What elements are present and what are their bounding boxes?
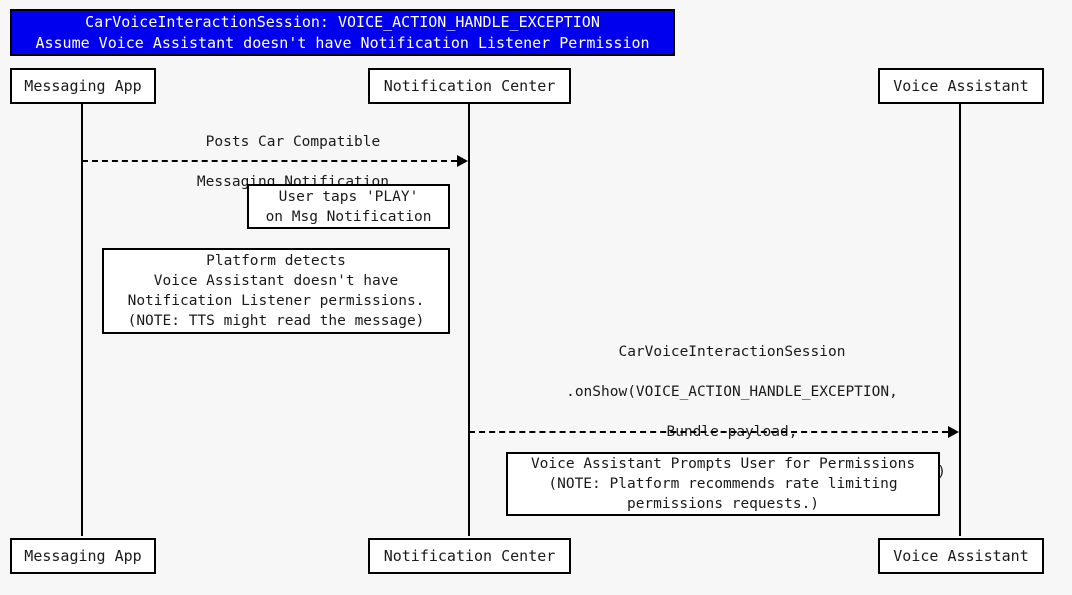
participant-label: Notification Center	[383, 547, 556, 565]
diagram-title-line-1: CarVoiceInteractionSession: VOICE_ACTION…	[85, 12, 600, 31]
participant-voice-assistant-bottom[interactable]: Voice Assistant	[878, 538, 1044, 574]
participant-messaging-app-top[interactable]: Messaging App	[10, 68, 156, 104]
note-line-2: Voice Assistant doesn't have	[153, 273, 399, 289]
participant-label: Messaging App	[24, 547, 142, 565]
message-label-line-1: CarVoiceInteractionSession	[618, 344, 846, 360]
participant-voice-assistant-top[interactable]: Voice Assistant	[878, 68, 1044, 104]
message-arrowhead-post-notification	[457, 155, 468, 167]
participant-label: Notification Center	[383, 77, 556, 95]
lifeline-voice-assistant	[959, 104, 961, 536]
note-user-taps-play: User taps 'PLAY' on Msg Notification	[247, 184, 450, 229]
participant-label: Voice Assistant	[893, 547, 1029, 565]
message-label-line-2: .onShow(VOICE_ACTION_HANDLE_EXCEPTION,	[566, 384, 898, 400]
note-line-2: (NOTE: Platform recommends rate limiting	[548, 476, 898, 492]
participant-label: Voice Assistant	[893, 77, 1029, 95]
participant-notification-center-top[interactable]: Notification Center	[368, 68, 571, 104]
note-line-1: Voice Assistant Prompts User for Permiss…	[530, 456, 916, 472]
message-arrow-post-notification	[82, 160, 457, 162]
diagram-title-banner: CarVoiceInteractionSession: VOICE_ACTION…	[10, 9, 675, 56]
note-line-3: permissions requests.)	[626, 496, 820, 512]
note-line-3: Notification Listener permissions.	[127, 293, 425, 309]
participant-messaging-app-bottom[interactable]: Messaging App	[10, 538, 156, 574]
lifeline-notification-center	[468, 104, 470, 536]
participant-label: Messaging App	[24, 77, 142, 95]
note-line-4: (NOTE: TTS might read the message)	[127, 313, 425, 329]
message-arrow-on-show	[469, 431, 948, 433]
note-line-2: on Msg Notification	[265, 208, 432, 225]
message-arrowhead-on-show	[948, 426, 959, 438]
note-prompts-permissions: Voice Assistant Prompts User for Permiss…	[506, 452, 940, 516]
note-line-1: User taps 'PLAY'	[278, 188, 419, 205]
diagram-title-line-2: Assume Voice Assistant doesn't have Noti…	[35, 33, 650, 52]
note-platform-detects: Platform detects Voice Assistant doesn't…	[102, 248, 450, 334]
message-label-line-1: Posts Car Compatible	[205, 134, 381, 150]
participant-notification-center-bottom[interactable]: Notification Center	[368, 538, 571, 574]
note-line-1: Platform detects	[206, 253, 346, 269]
lifeline-messaging-app	[81, 104, 83, 536]
